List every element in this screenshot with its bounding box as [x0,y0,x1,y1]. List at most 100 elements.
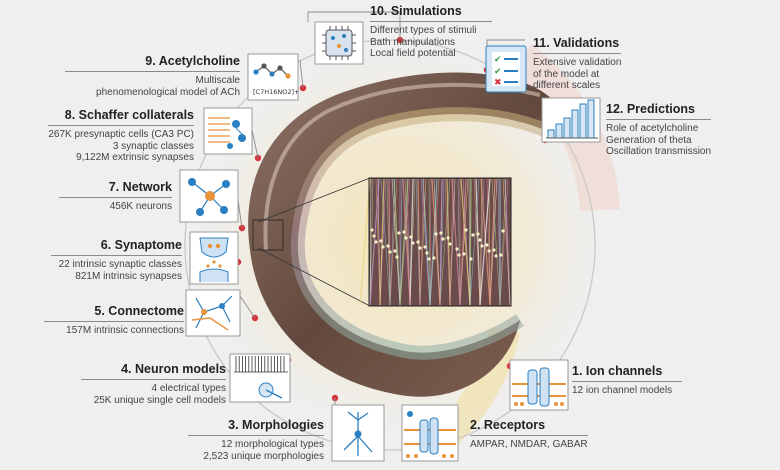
inset-fiber [419,178,427,306]
inset-fiber [369,178,374,306]
inset-soma [404,236,408,240]
inset-soma [457,253,461,257]
item-line: 456K neurons [109,200,172,212]
inset-fiber [499,178,509,306]
item-line: 157M intrinsic connections [66,324,184,336]
icon-bar [571,109,579,139]
inset-soma [446,236,450,240]
item-line: of the model at [533,68,600,80]
item-line: 3 synaptic classes [112,140,194,152]
icon-bar [587,99,595,139]
inset-soma [427,257,431,261]
inset-fiber [386,178,391,306]
item-line: different scales [533,80,601,92]
item-receptors: 2. Receptors AMPAR, NMDAR, GABAR [470,418,588,451]
inset-fiber [479,178,491,306]
inset-fiber [429,178,432,306]
checklist-icon: ✔ ✔ ✖ [485,45,527,93]
inset-fiber [409,178,414,306]
item-title: 2. Receptors [470,418,588,436]
item-line: phenomenological model of ACh [96,86,240,98]
inset-fiber [473,178,481,306]
inset-soma [372,234,376,238]
inset-soma [464,228,468,232]
item-validations: 11. Validations Extensive validation of … [533,36,622,92]
item-line: Different types of stimuli [370,24,477,36]
item-morphologies: 3. Morphologies 12 morphological types 2… [188,418,324,462]
item-title: 5. Connectome [44,304,184,322]
inset-fiber [377,178,381,306]
inset-soma [494,254,498,258]
item-line: AMPAR, NMDAR, GABAR [470,438,588,450]
inset-soma [499,253,503,257]
inset-soma [411,241,415,245]
item-title: 9. Acetylcholine [65,54,240,72]
projection-icon [203,107,253,155]
inset-fiber [457,178,461,306]
item-line: Bath manipulations [370,36,456,48]
inset-fiber [460,178,471,306]
inset-fiber [468,178,471,306]
inset-fiber [375,178,381,306]
inset-soma [432,256,436,260]
ion-channel-icon [509,359,569,411]
inset-fiber [399,178,403,306]
inset-fiber [469,178,472,306]
item-line: 821M intrinsic synapses [75,270,182,282]
item-line: Extensive validation [533,56,622,68]
inset-fiber [389,178,396,306]
inset-fiber [380,178,391,306]
item-title: 12. Predictions [606,102,712,120]
inset-soma [416,240,420,244]
inset-fiber [504,178,511,306]
inset-soma [395,255,399,259]
inset-soma [478,238,482,242]
inset-fiber [499,178,507,306]
inset-fiber [420,178,431,306]
inset-soma [425,251,429,255]
item-line: Role of acetylcholine [606,122,699,134]
inset-soma [501,229,505,233]
molecule-icon: [C7H16NO2]+ [247,53,299,101]
inset-soma [409,235,413,239]
inset-fiber [497,178,501,306]
inset-fiber [502,178,511,306]
item-acetylcholine: 9. Acetylcholine Multiscale phenomenolog… [65,54,240,98]
item-line: Multiscale [195,74,240,86]
inset-fiber [491,178,501,306]
item-line: 9,122M extrinsic synapses [76,152,194,164]
inset-fiber [479,178,483,306]
item-schaffer-collaterals: 8. Schaffer collaterals 267K presynaptic… [48,108,194,164]
inset-soma [418,246,422,250]
tissue-highlight [263,82,541,251]
inset-fiber [451,178,461,306]
inset-soma [485,243,489,247]
item-ion-channels: 1. Ion channels 12 ion channel models [572,364,683,397]
inset-soma [476,232,480,236]
inset-fiber [422,178,431,306]
cpu-icon [314,21,364,65]
icon-bar [579,103,587,139]
inset-fiber [389,178,398,306]
item-line: 267K presynaptic cells (CA3 PC) [48,128,194,140]
item-predictions: 12. Predictions Role of acetylcholine Ge… [606,102,712,158]
inset-fiber [489,178,496,306]
synapse-icon [189,231,239,285]
item-title: 1. Ion channels [572,364,683,382]
item-line: 22 intrinsic synaptic classes [58,258,182,270]
zoom-line-top [257,177,371,223]
inset-soma [381,245,385,249]
item-line: 12 ion channel models [572,384,673,396]
item-title: 3. Morphologies [188,418,324,436]
inset-soma [374,240,378,244]
item-network: 7. Network 456K neurons [58,180,172,213]
zoom-line-bottom [257,247,371,307]
item-neuron-models: 4. Neuron models 4 electrical types 25K … [81,362,226,406]
inset-soma [469,257,473,261]
inset-soma [379,239,383,243]
item-line: 12 morphological types [221,438,324,450]
item-title: 8. Schaffer collaterals [48,108,194,126]
icon-bar [563,117,571,139]
